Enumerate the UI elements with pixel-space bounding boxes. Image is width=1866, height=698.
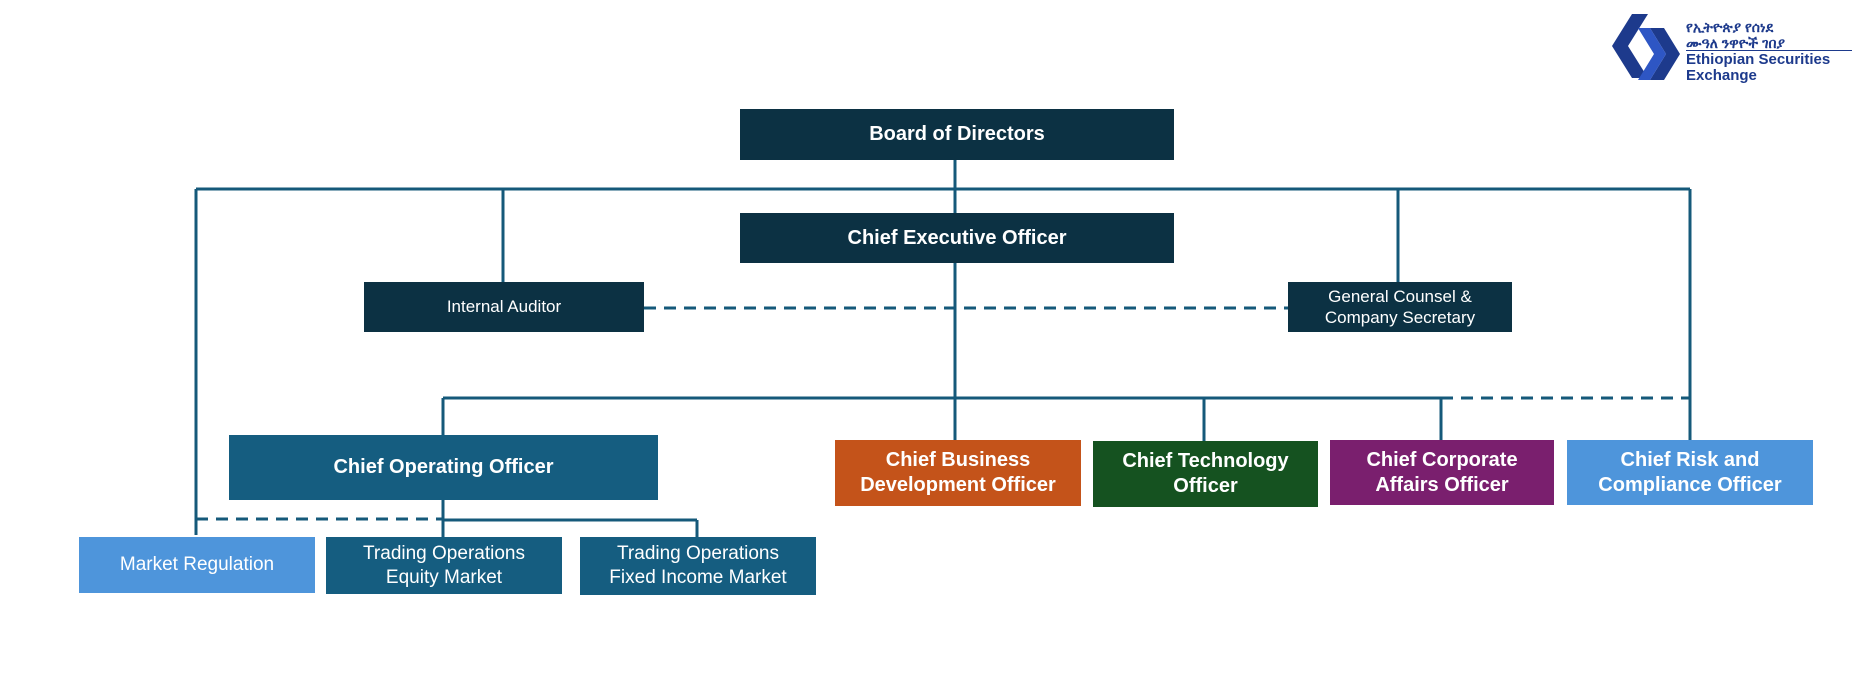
cto-label-line1: Chief Technology (1122, 450, 1289, 472)
crco-label-line1: Chief Risk and (1620, 448, 1760, 471)
chief-corporate-affairs-officer-box: Chief Corporate Affairs Officer (1330, 440, 1554, 505)
board-of-directors-box: Board of Directors (740, 109, 1174, 160)
chief-executive-officer-label: Chief Executive Officer (847, 226, 1067, 249)
logo-english-line1: Ethiopian Securities (1686, 51, 1831, 68)
chief-risk-compliance-officer-box: Chief Risk and Compliance Officer (1567, 440, 1813, 505)
chief-technology-officer-box: Chief Technology Officer (1093, 441, 1318, 507)
crco-label-line2: Compliance Officer (1598, 473, 1782, 496)
ethiopian-securities-exchange-logo: የኢትዮጵያ የሰነደ ሙዓለ ንዋዮች ገበያ Ethiopian Secur… (1612, 12, 1852, 88)
cbdo-label-line1: Chief Business (885, 449, 1031, 471)
cbdo-label-line2: Development Officer (860, 474, 1056, 496)
ccao-label-line2: Affairs Officer (1375, 473, 1509, 496)
market-regulation-box: Market Regulation (79, 537, 315, 593)
trading-operations-equity-box: Trading Operations Equity Market (326, 537, 562, 594)
exchange-chevron-icon (1612, 14, 1680, 80)
market-regulation-label: Market Regulation (119, 554, 275, 576)
chief-operating-officer-label: Chief Operating Officer (333, 456, 554, 478)
general-counsel-label-line1: General Counsel & (1328, 286, 1472, 306)
logo-english-line2: Exchange (1686, 67, 1757, 84)
internal-auditor-label: Internal Auditor (446, 297, 562, 317)
trading-equity-label-line1: Trading Operations (363, 542, 525, 564)
chief-business-development-officer-box: Chief Business Development Officer (835, 440, 1081, 506)
trading-operations-fixed-income-box: Trading Operations Fixed Income Market (580, 537, 816, 595)
trading-equity-label-line2: Equity Market (385, 566, 503, 588)
logo-divider (1686, 50, 1852, 51)
cto-label-line2: Officer (1173, 475, 1238, 497)
ccao-label-line1: Chief Corporate (1366, 448, 1518, 471)
trading-fixed-label-line2: Fixed Income Market (609, 567, 787, 588)
chief-operating-officer-box: Chief Operating Officer (229, 435, 658, 500)
logo-amharic-line1: የኢትዮጵያ የሰነደ (1686, 19, 1774, 35)
internal-auditor-box: Internal Auditor (364, 282, 644, 332)
general-counsel-box: General Counsel & Company Secretary (1288, 282, 1512, 332)
board-of-directors-label: Board of Directors (869, 123, 1045, 145)
chief-executive-officer-box: Chief Executive Officer (740, 213, 1174, 263)
general-counsel-label-line2: Company Secretary (1324, 308, 1476, 327)
trading-fixed-label-line1: Trading Operations (617, 543, 779, 565)
logo-amharic-line2: ሙዓለ ንዋዮች ገበያ (1686, 35, 1785, 51)
